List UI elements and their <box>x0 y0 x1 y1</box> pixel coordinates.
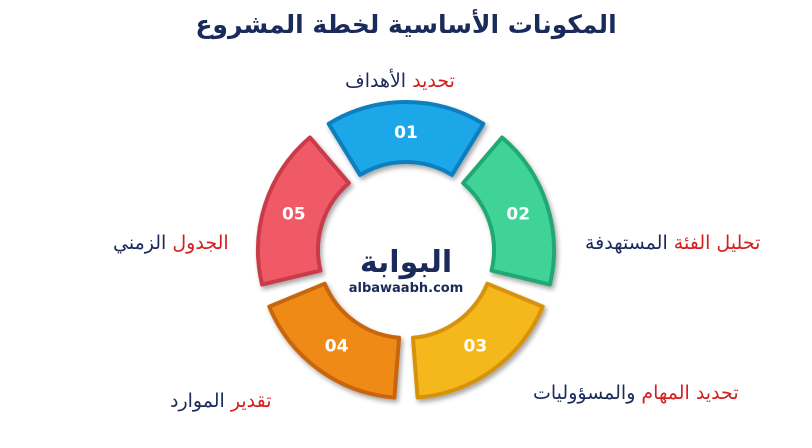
segment-number-4: 04 <box>325 336 349 356</box>
segment-label-2: تحليل الفئة المستهدفة <box>585 232 761 254</box>
ring-segment-4 <box>267 281 402 400</box>
ring-segment-3 <box>410 281 545 400</box>
segment-label-3: تحديد المهام والمسؤوليات <box>533 382 739 404</box>
ring-segment-2 <box>461 135 556 287</box>
page-title: المكونات الأساسية لخطة المشروع <box>195 10 617 39</box>
ring-segment-5 <box>256 135 351 287</box>
logo-latin: albawaabh.com <box>349 281 464 296</box>
segment-number-3: 03 <box>464 336 488 356</box>
logo: البوابة albawaabh.com <box>349 245 464 296</box>
segment-label-5: الجدول الزمني <box>113 232 229 254</box>
segment-number-2: 02 <box>506 205 530 225</box>
ring-segment-1 <box>326 100 486 177</box>
segment-number-5: 05 <box>282 205 306 225</box>
segment-label-4: تقدير الموارد <box>170 390 272 412</box>
logo-arabic: البوابة <box>360 245 452 280</box>
segment-label-1: تحديد الأهداف <box>345 70 455 92</box>
segment-number-1: 01 <box>394 123 418 143</box>
